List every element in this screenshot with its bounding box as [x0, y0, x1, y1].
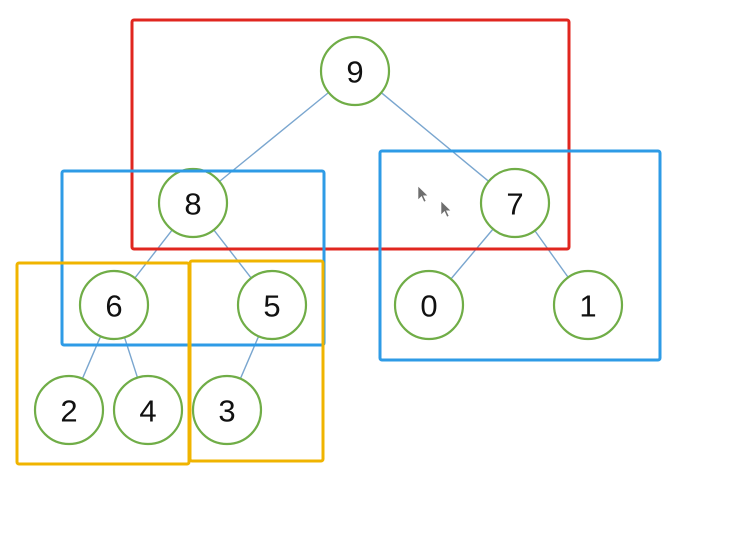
tree-node-0: 0	[393, 269, 465, 341]
node-circle	[78, 269, 150, 341]
node-label: 8	[184, 187, 201, 222]
tree-node-9: 9	[319, 35, 391, 107]
edge-6-2	[81, 336, 102, 379]
node-circle	[191, 374, 263, 446]
node-label: 0	[420, 289, 437, 324]
mouse-pointer-icon	[440, 200, 452, 218]
tree-node-7: 7	[479, 167, 551, 239]
node-label: 7	[506, 187, 523, 222]
node-label: 4	[139, 394, 156, 429]
node-circle	[552, 269, 624, 341]
edge-9-7	[380, 92, 490, 182]
tree-node-5: 5	[236, 269, 308, 341]
tree-node-3: 3	[191, 374, 263, 446]
edge-8-6	[134, 229, 173, 279]
edge-9-8	[218, 91, 330, 183]
tree-node-6: 6	[78, 269, 150, 341]
tree-node-4: 4	[112, 374, 184, 446]
edge-5-3	[239, 336, 260, 379]
edge-6-4	[123, 337, 139, 378]
node-label: 5	[263, 289, 280, 324]
node-label: 3	[218, 394, 235, 429]
node-circle	[157, 167, 229, 239]
node-label: 2	[60, 394, 77, 429]
node-circle	[393, 269, 465, 341]
node-label: 1	[579, 289, 596, 324]
blue-box-left	[60, 169, 326, 347]
node-circle	[236, 269, 308, 341]
tree-node-8: 8	[157, 167, 229, 239]
red-box	[130, 18, 571, 251]
tree-edges	[81, 91, 569, 379]
edge-8-5	[213, 229, 252, 279]
node-circle	[319, 35, 391, 107]
tree-node-1: 1	[552, 269, 624, 341]
group-boxes	[15, 18, 662, 466]
node-circle	[112, 374, 184, 446]
tree-node-2: 2	[33, 374, 105, 446]
node-circle	[479, 167, 551, 239]
node-circle	[33, 374, 105, 446]
edge-7-0	[450, 228, 494, 280]
node-label: 9	[346, 55, 363, 90]
blue-box-right	[378, 149, 662, 362]
mouse-pointer-icon	[417, 185, 429, 203]
tree-nodes: 9 8 7 6 5 0 1 2 4 3	[33, 35, 624, 446]
edge-7-1	[534, 230, 569, 278]
node-label: 6	[105, 289, 122, 324]
yellow-box-right	[188, 259, 325, 463]
cursors	[417, 185, 452, 218]
